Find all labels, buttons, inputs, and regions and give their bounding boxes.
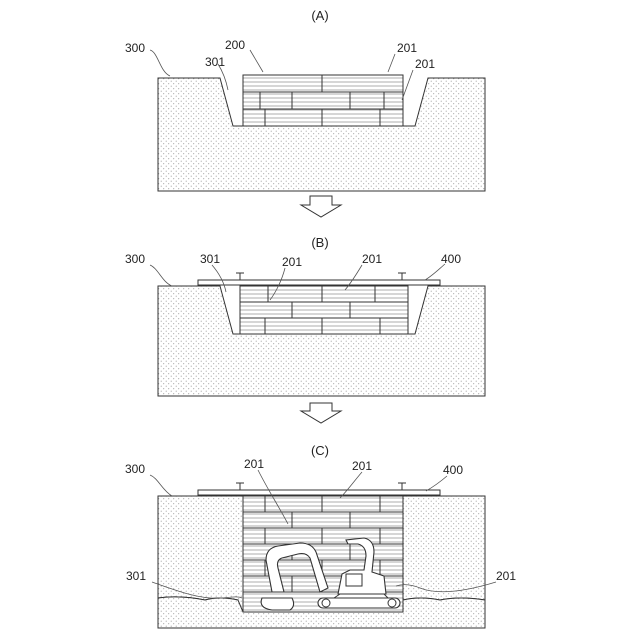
panel-c: (C) [125,443,516,628]
label-400-c: 400 [443,463,463,477]
ground-left [158,496,243,612]
label-201-b2: 201 [362,252,382,266]
down-arrow-2 [301,403,341,423]
label-301-b: 301 [200,252,220,266]
label-300-b: 300 [125,252,145,266]
down-arrow-1 [301,196,341,217]
panel-c-title: (C) [311,443,329,458]
label-301-a: 301 [205,55,225,69]
label-201-c2: 201 [352,459,372,473]
label-300-a: 300 [125,41,145,55]
panel-a-title: (A) [311,8,328,23]
label-201-c1: 201 [244,457,264,471]
panel-b-title: (B) [311,235,328,250]
label-201-a2: 201 [415,57,435,71]
panel-a: (A) 300 301 20 [125,8,485,217]
label-200-a: 200 [225,38,245,52]
rail-right [398,273,406,280]
rail-left [236,483,244,490]
label-201-c3: 201 [496,569,516,583]
label-301-c: 301 [126,569,146,583]
deck-plate [198,490,440,495]
rail-right [398,483,406,490]
panel-b: (B) [125,235,485,423]
ground-right [403,496,485,600]
deck-plate [198,280,440,285]
label-300-c: 300 [125,462,145,476]
label-201-b1: 201 [282,255,302,269]
label-400-b: 400 [441,252,461,266]
block-stack [243,75,403,126]
block-stack [240,286,408,334]
label-201-a1: 201 [397,41,417,55]
rail-left [236,273,244,280]
